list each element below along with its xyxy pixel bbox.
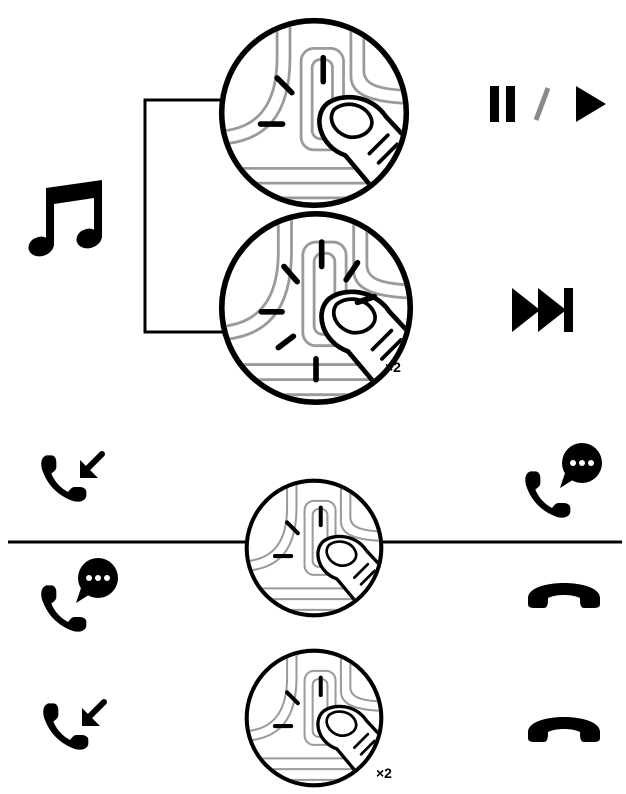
double-tap-gesture: ×2 — [212, 204, 438, 409]
call-section: ×2 — [8, 443, 622, 791]
end-call-icon — [528, 583, 600, 608]
reject-call-icon — [528, 717, 600, 742]
call-double-tap-multiplier: ×2 — [376, 765, 392, 781]
slash-separator — [536, 88, 548, 120]
pause-icon — [490, 86, 515, 122]
single-tap-gesture — [212, 11, 434, 212]
play-icon — [576, 86, 606, 122]
music-note-icon — [29, 180, 102, 256]
call-double-tap-gesture: ×2 — [240, 644, 402, 791]
double-tap-multiplier: ×2 — [385, 359, 401, 375]
incoming-call-icon — [41, 454, 102, 502]
answer-call-icon — [525, 443, 602, 518]
music-section: ×2 — [29, 11, 606, 409]
incoming-call-icon-2 — [43, 702, 104, 750]
skip-forward-icon — [512, 288, 573, 332]
pause-play-action — [490, 86, 606, 122]
bracket-connector — [145, 100, 225, 332]
call-single-tap-gesture — [240, 474, 402, 621]
active-call-icon — [41, 558, 118, 632]
